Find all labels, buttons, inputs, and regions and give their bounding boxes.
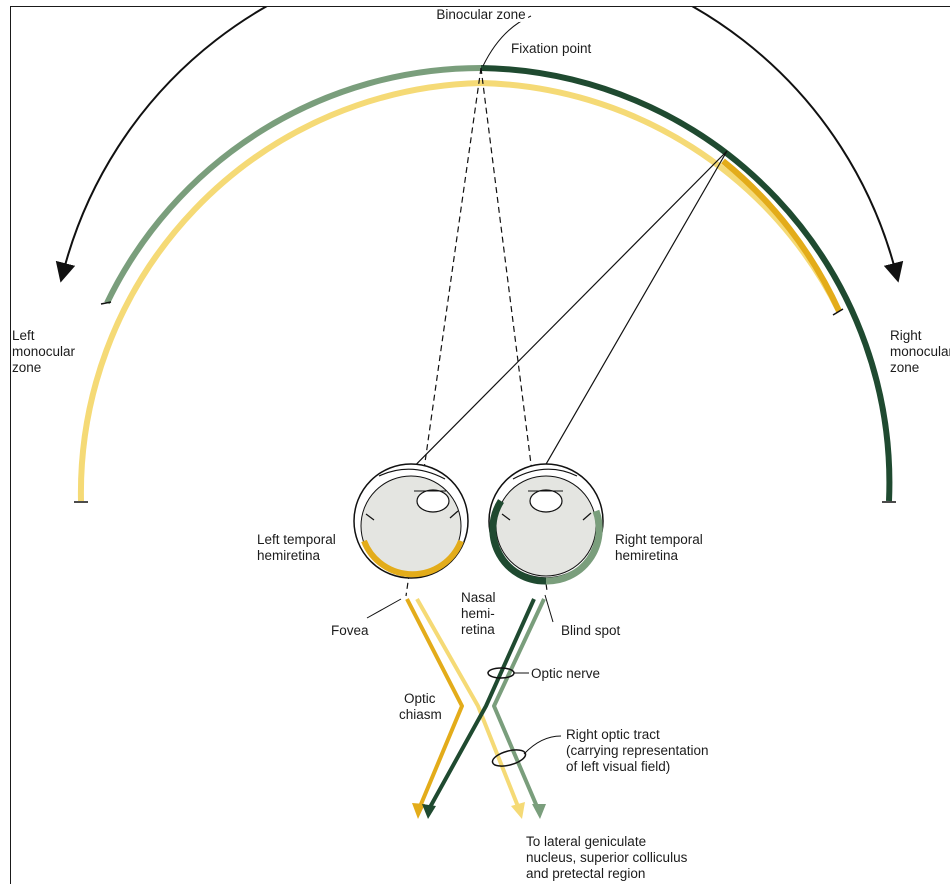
fixation-point-label: Fixation point: [511, 41, 592, 56]
left-nasal-fiber: [415, 598, 521, 810]
destination-line-3: and pretectal region: [526, 866, 645, 881]
right-eyeball: [488, 463, 604, 585]
binocular-zone-label: Binocular zone: [436, 7, 525, 22]
left-temporal-line-2: hemiretina: [257, 548, 321, 563]
left-monocular-zone-label: Left monocular zone: [12, 328, 79, 375]
destination-line-2: nucleus, superior colliculus: [526, 850, 688, 865]
visual-field-diagram: Binocular zone Fixation point Left monoc…: [12, 7, 950, 881]
nasal-line-2: hemi-: [461, 606, 495, 621]
left-temporal-line-1: Left temporal: [257, 532, 336, 547]
left-eyeball: [353, 463, 469, 579]
fiber-arrowheads: [412, 802, 546, 819]
optic-tract-marker: [491, 749, 527, 767]
optic-chiasm-line-1: Optic: [404, 691, 436, 706]
left-temporal-fiber: [405, 598, 464, 810]
optic-tract-line-2: (carrying representation: [566, 743, 709, 758]
optic-tract-line-1: Right optic tract: [566, 727, 660, 742]
right-monocular-line-3: zone: [890, 360, 919, 375]
left-monocular-line-1: Left: [12, 328, 35, 343]
right-eye-field-arc: [480, 65, 893, 502]
fovea-label: Fovea: [331, 623, 369, 638]
optic-pathways: [405, 598, 546, 810]
right-monocular-line-1: Right: [890, 328, 922, 343]
optic-chiasm-line-2: chiasm: [399, 707, 442, 722]
left-monocular-line-2: monocular: [12, 344, 76, 359]
nasal-line-1: Nasal: [461, 590, 496, 605]
right-optic-tract-label: Right optic tract (carrying representati…: [566, 727, 712, 774]
visual-field-arrow-arc: [55, 7, 904, 283]
right-eye-binocular-left-arc: [104, 65, 482, 305]
optic-tract-line-3: of left visual field): [566, 759, 670, 774]
right-temporal-hemiretina-label: Right temporal hemiretina: [615, 532, 707, 563]
nasal-hemiretina-label: Nasal hemi- retina: [461, 590, 499, 637]
nasal-line-3: retina: [461, 622, 495, 637]
right-temporal-line-1: Right temporal: [615, 532, 703, 547]
left-eye-field-arc: [77, 79, 842, 502]
left-eye-binocular-right-arc: [721, 158, 842, 313]
left-monocular-line-3: zone: [12, 360, 41, 375]
right-monocular-zone-label: Right monocular zone: [890, 328, 950, 375]
optic-nerve-label: Optic nerve: [531, 666, 600, 681]
blind-spot-label: Blind spot: [561, 623, 621, 638]
diagram-frame: Binocular zone Fixation point Left monoc…: [10, 6, 950, 884]
destination-line-1: To lateral geniculate: [526, 834, 646, 849]
leader-lines: [366, 15, 554, 623]
destination-label: To lateral geniculate nucleus, superior …: [526, 834, 691, 881]
right-temporal-line-2: hemiretina: [615, 548, 679, 563]
right-temporal-fiber: [492, 598, 546, 810]
arc-end-ticks: [74, 301, 896, 503]
optic-chiasm-label: Optic chiasm: [399, 691, 442, 722]
right-monocular-line-2: monocular: [890, 344, 950, 359]
right-nasal-fiber: [427, 598, 536, 810]
left-temporal-hemiretina-label: Left temporal hemiretina: [257, 532, 340, 563]
